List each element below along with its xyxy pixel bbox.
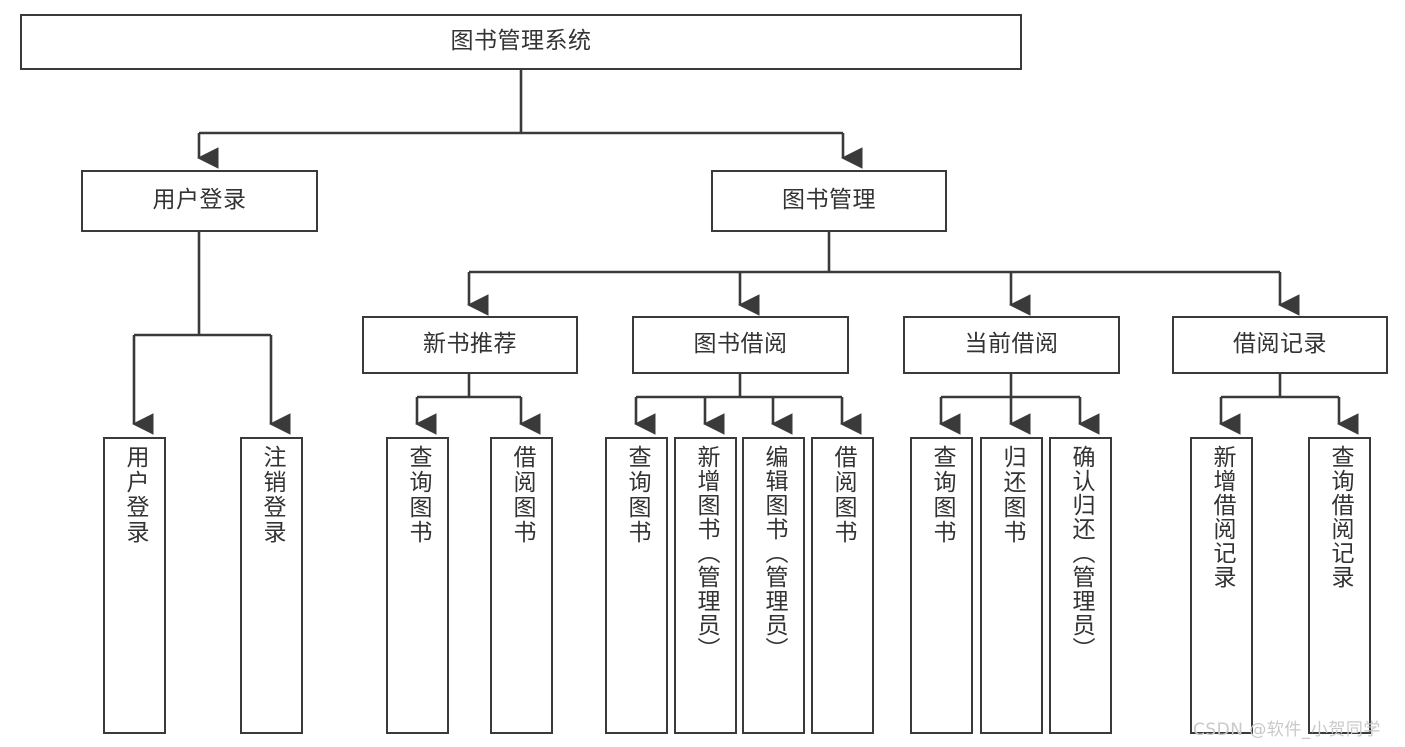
node-new-book-recommend[interactable]: 新书推荐 bbox=[362, 316, 578, 374]
node-label: 借阅图书 bbox=[509, 445, 535, 545]
leaf-borrow-record-query-record[interactable]: 查询借阅记录 bbox=[1308, 437, 1371, 734]
leaf-user-login-login[interactable]: 用户登录 bbox=[103, 437, 166, 734]
leaf-book-borrow-query-book[interactable]: 查询图书 bbox=[605, 437, 668, 734]
node-label: 新增图书（管理员） bbox=[693, 445, 719, 661]
leaf-current-borrow-confirm-return-admin[interactable]: 确认归还（管理员） bbox=[1049, 437, 1112, 734]
node-user-login[interactable]: 用户登录 bbox=[81, 170, 318, 232]
leaf-book-borrow-edit-book-admin[interactable]: 编辑图书（管理员） bbox=[742, 437, 805, 734]
leaf-book-borrow-borrow-book[interactable]: 借阅图书 bbox=[811, 437, 874, 734]
node-label: 归还图书 bbox=[999, 445, 1025, 545]
leaf-current-borrow-return-book[interactable]: 归还图书 bbox=[980, 437, 1043, 734]
leaf-current-borrow-query-book[interactable]: 查询图书 bbox=[910, 437, 973, 734]
node-book-management[interactable]: 图书管理 bbox=[711, 170, 947, 232]
leaf-book-borrow-add-book-admin[interactable]: 新增图书（管理员） bbox=[674, 437, 737, 734]
node-label: 图书管理系统 bbox=[450, 28, 592, 55]
leaf-new-book-borrow-book[interactable]: 借阅图书 bbox=[490, 437, 553, 734]
watermark-text: CSDN @软件_小贺同学 bbox=[1193, 720, 1381, 740]
node-root-book-management-system[interactable]: 图书管理系统 bbox=[20, 14, 1022, 70]
csdn-watermark: CSDN @软件_小贺同学 bbox=[1193, 715, 1381, 740]
leaf-user-login-logout[interactable]: 注销登录 bbox=[240, 437, 303, 734]
node-label: 用户登录 bbox=[152, 187, 247, 214]
node-label: 查询图书 bbox=[929, 445, 955, 545]
node-label: 注销登录 bbox=[259, 445, 285, 545]
node-book-borrow[interactable]: 图书借阅 bbox=[632, 316, 849, 374]
node-label: 图书管理 bbox=[782, 187, 876, 214]
leaf-borrow-record-add-record[interactable]: 新增借阅记录 bbox=[1190, 437, 1253, 734]
node-label: 借阅记录 bbox=[1233, 331, 1327, 358]
leaf-new-book-query-book[interactable]: 查询图书 bbox=[386, 437, 449, 734]
node-label: 当前借阅 bbox=[964, 331, 1059, 358]
node-label: 用户登录 bbox=[122, 445, 148, 545]
node-borrow-record[interactable]: 借阅记录 bbox=[1172, 316, 1388, 374]
node-current-borrow[interactable]: 当前借阅 bbox=[903, 316, 1120, 374]
node-label: 新增借阅记录 bbox=[1209, 445, 1235, 589]
node-label: 图书借阅 bbox=[693, 331, 788, 358]
node-label: 借阅图书 bbox=[830, 445, 856, 545]
node-label: 新书推荐 bbox=[423, 331, 517, 358]
node-label: 确认归还（管理员） bbox=[1068, 445, 1094, 661]
node-label: 编辑图书（管理员） bbox=[761, 445, 787, 661]
node-label: 查询图书 bbox=[624, 445, 650, 545]
node-label: 查询图书 bbox=[405, 445, 431, 545]
node-label: 查询借阅记录 bbox=[1327, 445, 1353, 589]
